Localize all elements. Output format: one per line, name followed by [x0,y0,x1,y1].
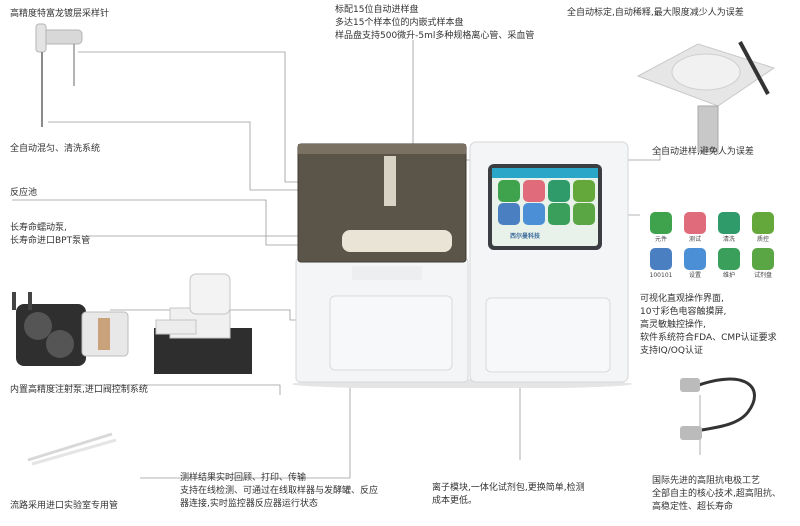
tubing-illustration [27,432,117,466]
callout-monitoring-line-3: 器连接,实时监控器反应器运行状态 [180,499,318,509]
callout-mixing: 全自动混匀、清洗系统 [10,144,101,154]
callout-screen-line-5: 支持IQ/OQ认证 [640,346,703,356]
callout-monitoring-line-1: 测样结果实时回顾、打印、传输 [180,473,307,483]
callout-autosampler-line-2: 多达15个样本位的内嵌式样本盘 [335,18,464,28]
callout-autosampler-line-1: 标配15位自动进样盘 [335,5,419,15]
callout-electrode-line-1: 国际先进的高阻抗电极工艺 [652,476,761,486]
legend-icon-7 [718,248,740,270]
callout-tubing: 流路采用进口实验室专用管 [10,501,119,511]
callout-auto-calibration: 全自动标定,自动稀释,最大限度减少人为误差 [567,8,744,18]
callout-autosampler-line-3: 样品盘支持500微升-5ml多种规格离心管、采血管 [335,31,535,41]
callout-electrode-line-2: 全部自主的核心技术,超高阻抗、 [652,489,781,499]
legend-caption-2: 测试 [688,236,701,243]
callout-screen-line-4: 软件系统符合FDA、CMP认证要求 [640,333,777,343]
leaders-left [12,51,385,479]
screen-app-3[interactable] [548,180,570,202]
analyzer-device [292,138,632,389]
callout-monitoring: 测样结果实时回顾、打印、传输 支持在线检测、可通过在线取样器与发酵罐、反应 器连… [180,472,378,511]
callout-ion-line-2: 成本更低。 [432,496,478,506]
electrode-illustration [680,377,756,440]
screen-app-1[interactable] [498,180,520,202]
legend-caption-6: 设置 [688,272,701,279]
legend-icon-5 [650,248,672,270]
callout-pump-line-1: 长寿命蠕动泵, [10,223,67,233]
callout-screen-line-1: 可视化直观操作界面, [640,294,724,304]
callout-screen-line-2: 10寸彩色电容触摸屏, [640,307,727,317]
legend-icon-4 [752,212,774,234]
probe-illustration [35,23,83,127]
callout-auto-sampling: 全自动进样,避免人为误差 [652,147,754,157]
legend-icon-2 [684,212,706,234]
callout-electrode-line-3: 高稳定性、超长寿命 [652,502,734,512]
device-body [292,141,632,389]
callout-electrode: 国际先进的高阻抗电极工艺 全部自主的核心技术,超高阻抗、 高稳定性、超长寿命 [652,475,781,514]
callout-autosampler: 标配15位自动进样盘 多达15个样本位的内嵌式样本盘 样品盘支持500微升-5m… [335,4,534,43]
brand-name: 西尔曼科技 [510,233,541,240]
legend-caption-3: 清洗 [722,236,735,243]
callout-probe: 高精度特富龙镀层采样针 [10,9,110,19]
callout-pump-line-2: 长寿命进口BPT泵管 [10,236,91,246]
legend-caption-8: 试剂盘 [753,272,772,279]
callout-screen-features: 可视化直观操作界面, 10寸彩色电容触摸屏, 高灵敏触控操作, 软件系统符合FD… [640,293,777,358]
peristaltic-pump-illustration [12,292,129,366]
syringe-pump-illustration [154,273,252,374]
legend-caption-7: 维护 [722,272,735,279]
callout-screen-line-3: 高灵敏触控操作, [640,320,706,330]
legend-caption-1: 元件 [654,236,667,243]
legend-icon-6 [684,248,706,270]
screen-app-8[interactable] [573,203,595,225]
screen-app-7[interactable] [548,203,570,225]
legend-icon-8 [752,248,774,270]
callout-ion-line-1: 离子模块,一体化试剂包,更换简单,检测 [432,483,585,493]
legend-icon-1 [650,212,672,234]
screen-app-5[interactable] [498,203,520,225]
screen-app-6[interactable] [523,203,545,225]
legend-icon-3 [718,212,740,234]
callout-monitoring-line-2: 支持在线检测、可通过在线取样器与发酵罐、反应 [180,486,379,496]
screen-app-4[interactable] [573,180,595,202]
screen-app-2[interactable] [523,180,545,202]
callout-ion-module: 离子模块,一体化试剂包,更换简单,检测 成本更低。 [432,482,585,508]
callout-reaction-cell: 反应池 [10,188,38,198]
callout-syringe-pump: 内置高精度注射泵,进口阀控制系统 [10,385,148,395]
autosampler-module-illustration [636,41,776,153]
legend-caption-5: 100101 [649,272,673,279]
legend-caption-4: 质控 [756,236,769,243]
callout-pump: 长寿命蠕动泵, 长寿命进口BPT泵管 [10,222,90,248]
brand-logo: 西尔曼科技 [510,231,540,240]
